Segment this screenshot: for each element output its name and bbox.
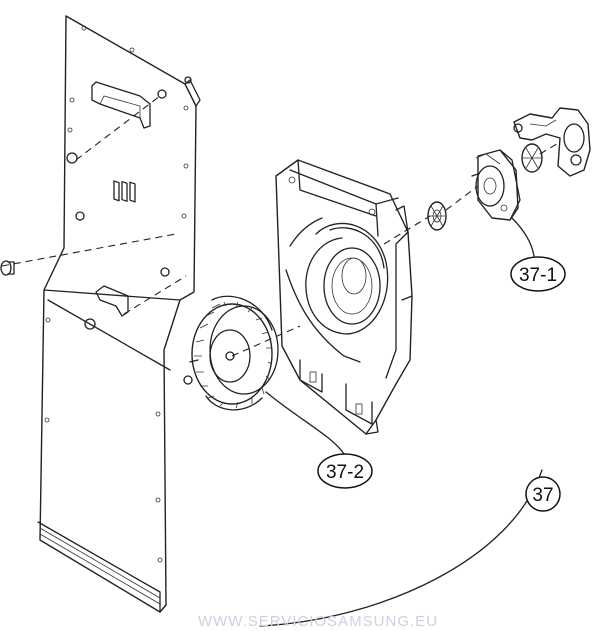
label-37: 37 <box>525 476 561 512</box>
assembly-arc <box>259 469 543 627</box>
motor-bracket <box>513 107 591 177</box>
assembly-lines <box>1 95 561 357</box>
back-panel <box>37 15 201 613</box>
label-37-2: 37-2 <box>317 453 373 489</box>
fan-wheel <box>189 295 279 411</box>
fan-housing <box>275 159 413 435</box>
label-37-1: 37-1 <box>510 256 566 292</box>
watermark-text: WWW.SERVICIOSAMSUNG.EU <box>198 613 438 630</box>
label-37-text: 37 <box>532 485 553 506</box>
fan-motor <box>471 149 521 221</box>
coupling-disc <box>427 201 447 231</box>
leader-line-37-2 <box>265 391 345 455</box>
label-37-1-text: 37-1 <box>519 265 557 286</box>
label-37-2-text: 37-2 <box>326 462 364 483</box>
nut <box>183 375 193 385</box>
screw-left <box>0 260 15 276</box>
leader-line-37-1 <box>511 217 535 257</box>
